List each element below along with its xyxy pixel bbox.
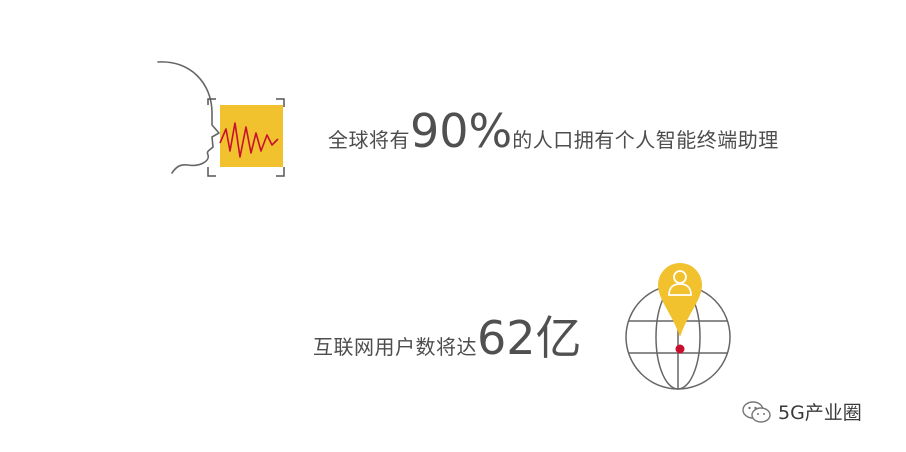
stat-suffix: 的人口拥有个人智能终端助理 — [512, 128, 779, 152]
sound-wave-box — [220, 105, 283, 167]
watermark-text: 5G产业圈 — [778, 402, 862, 424]
frame-corner-tr — [276, 98, 285, 107]
globe-user-location-icon — [625, 263, 731, 390]
stat-number: 90% — [410, 104, 513, 158]
stat-row-terminal-assistant: 全球将有 90% 的人口拥有个人智能终端助理 — [328, 108, 779, 154]
watermark: 5G产业圈 — [742, 398, 862, 425]
stat-row-internet-users: 互联网用户数将达 62亿 — [313, 315, 582, 361]
user-icon — [668, 270, 692, 296]
wechat-icon — [742, 400, 771, 423]
frame-corner-tl — [207, 98, 216, 105]
voice-assistant-icon — [157, 61, 285, 177]
frame-corner-bl — [207, 167, 216, 177]
stat-number: 62亿 — [477, 311, 582, 365]
location-pin — [658, 263, 702, 337]
head-profile-outline — [157, 61, 220, 174]
stat-prefix: 互联网用户数将达 — [313, 335, 477, 359]
frame-corner-br — [276, 167, 285, 177]
sound-wave-line — [219, 122, 279, 158]
stat-prefix: 全球将有 — [328, 128, 410, 152]
location-dot — [675, 344, 685, 354]
